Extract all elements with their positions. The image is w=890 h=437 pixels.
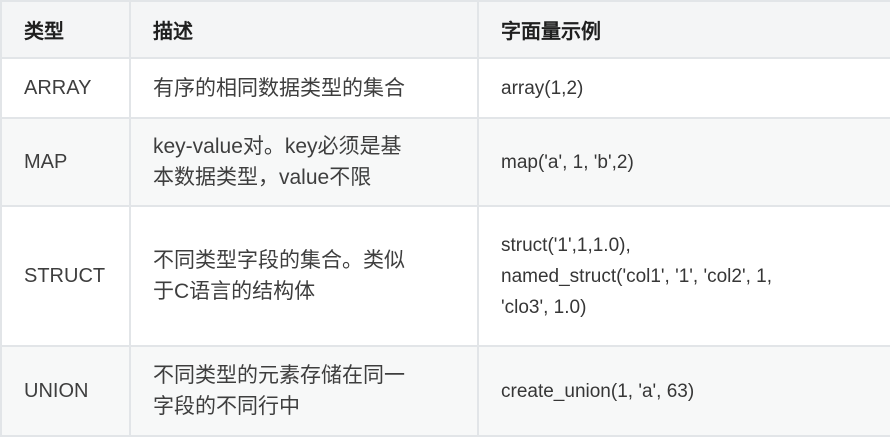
description-line: 有序的相同数据类型的集合 (153, 76, 405, 100)
example-line: map('a', 1, 'b',2) (501, 151, 634, 173)
cell-example: map('a', 1, 'b',2) (477, 117, 890, 207)
cell-description: 不同类型字段的集合。类似 于C语言的结构体 (129, 205, 479, 347)
description-line: 本数据类型，value不限 (153, 166, 372, 189)
column-header-type: 类型 (0, 0, 131, 59)
cell-type: UNION (0, 345, 131, 437)
cell-type: MAP (0, 117, 131, 207)
cell-description: key-value对。key必须是基 本数据类型，value不限 (129, 117, 479, 207)
description-line: key-value对。key必须是基 (153, 135, 402, 158)
table-row-map: MAP key-value对。key必须是基 本数据类型，value不限 map… (0, 117, 890, 207)
header-row: 类型 描述 字面量示例 (0, 0, 890, 59)
example-line: array(1,2) (501, 77, 584, 99)
example-line: named_struct('col1', '1', 'col2', 1, (501, 265, 773, 287)
cell-type: STRUCT (0, 205, 131, 347)
cell-description: 有序的相同数据类型的集合 (129, 57, 479, 119)
cell-example: struct('1',1,1.0), named_struct('col1', … (477, 205, 890, 347)
example-line: struct('1',1,1.0), (501, 234, 631, 256)
description-line: 不同类型的元素存储在同一 (153, 364, 405, 387)
cell-example: array(1,2) (477, 57, 890, 119)
example-line: create_union(1, 'a', 63) (501, 380, 695, 402)
table-row-array: ARRAY 有序的相同数据类型的集合 array(1,2) (0, 57, 890, 119)
column-header-literal-example: 字面量示例 (477, 0, 890, 59)
description-line: 不同类型字段的集合。类似 (153, 249, 405, 272)
cell-example: create_union(1, 'a', 63) (477, 345, 890, 437)
column-header-description: 描述 (129, 0, 479, 59)
example-line: 'clo3', 1.0) (501, 296, 587, 318)
table-row-union: UNION 不同类型的元素存储在同一 字段的不同行中 create_union(… (0, 345, 890, 437)
description-line: 于C语言的结构体 (153, 280, 316, 303)
cell-type: ARRAY (0, 57, 131, 119)
cell-description: 不同类型的元素存储在同一 字段的不同行中 (129, 345, 479, 437)
description-line: 字段的不同行中 (153, 395, 300, 418)
table-row-struct: STRUCT 不同类型字段的集合。类似 于C语言的结构体 struct('1',… (0, 205, 890, 347)
